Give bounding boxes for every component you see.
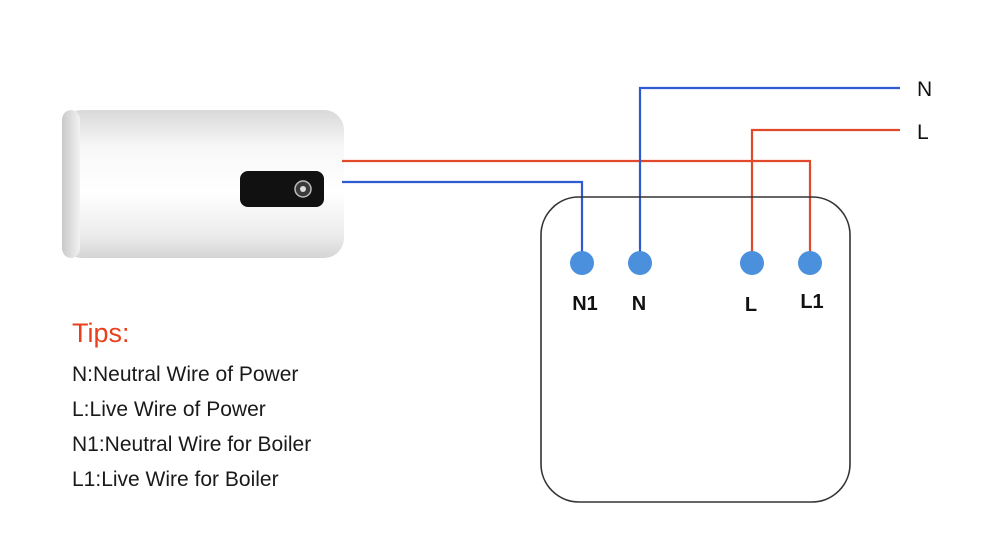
live-boiler-wire — [342, 159, 812, 255]
water-heater-body — [62, 110, 344, 258]
tips-title: Tips: — [72, 318, 130, 348]
tip-item-live-boiler: L1:Live Wire for Boiler — [72, 468, 279, 491]
supply-label-live: L — [917, 121, 929, 144]
terminal-label-n1: N1 — [572, 293, 598, 315]
tip-item-live-power: L:Live Wire of Power — [72, 398, 266, 421]
terminals — [570, 251, 822, 275]
tips-legend: Tips: N:Neutral Wire of Power L:Live Wir… — [72, 318, 311, 497]
terminal-l1 — [798, 251, 822, 275]
terminal-label-l: L — [745, 294, 757, 316]
terminal-n1 — [570, 251, 594, 275]
terminal-label-l1: L1 — [800, 291, 823, 313]
water-heater-dial-center — [300, 186, 306, 192]
water-heater — [62, 110, 344, 258]
terminal-l — [740, 251, 764, 275]
water-heater-end-cap — [62, 110, 80, 258]
terminal-n — [628, 251, 652, 275]
neutral-supply-wire — [638, 86, 900, 255]
water-heater-display-panel — [240, 171, 324, 207]
live-supply-wire — [750, 128, 900, 255]
terminal-label-n: N — [632, 293, 646, 315]
tip-item-neutral-boiler: N1:Neutral Wire for Boiler — [72, 433, 312, 456]
supply-label-neutral: N — [917, 78, 932, 101]
neutral-boiler-wire — [342, 180, 584, 255]
tip-item-neutral-power: N:Neutral Wire of Power — [72, 363, 299, 386]
switch-box — [540, 196, 851, 503]
wires — [342, 86, 900, 255]
